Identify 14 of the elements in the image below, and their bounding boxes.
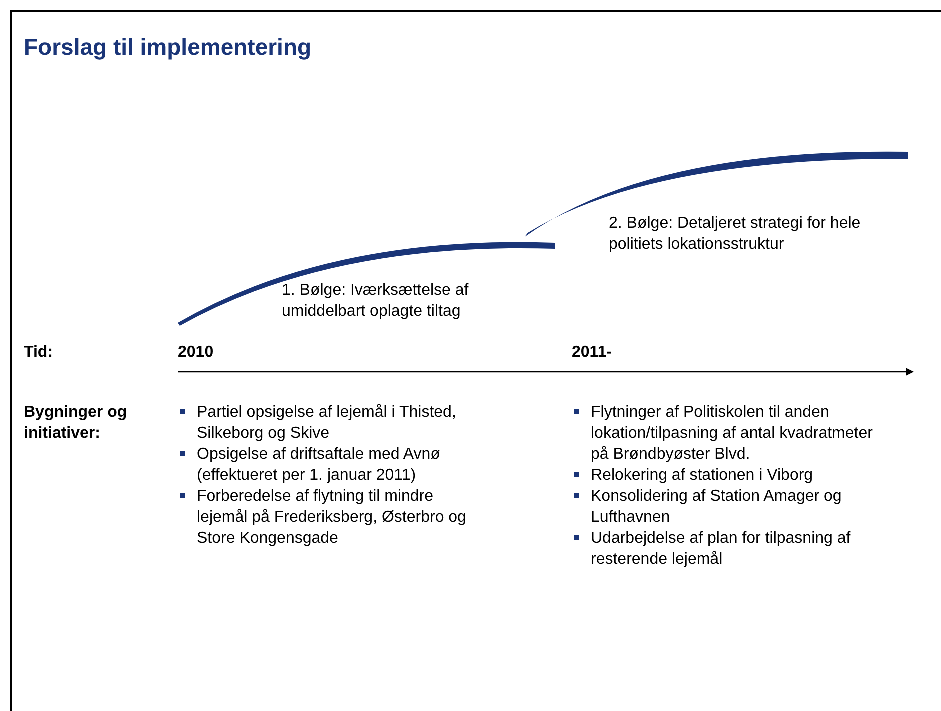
wave-label: 1. Bølge: Iværksættelse af umiddelbart oplagte tiltag (282, 281, 470, 322)
slide-title: Forslag til implementering (24, 34, 312, 61)
bullet-text: Relokering af stationen i Viborg (591, 467, 814, 484)
bullet-text: Partiel opsigelse af lejemål i Thisted, Silkeborg og Skive (197, 404, 456, 442)
wave-label: 2. Bølge: Detaljeret strategi for hele politiets lokationsstruktur (609, 214, 862, 255)
row-label: Tid: (24, 343, 54, 363)
row-label: Bygninger og initiativer: (24, 403, 128, 444)
bullet-text: Konsolidering af Station Amager og Lufthavnen (591, 488, 842, 526)
period-label: 2010 (178, 343, 215, 363)
period-label: 2011- (572, 343, 614, 363)
bullet-text: Forberedelse af flytning til mindre lejemål på Frederiksberg, Østerbro og Store Kongensgade (197, 488, 466, 547)
bullet-text: Flytninger af Politiskolen til anden lokation/tilpasning af antal kvadratmeter på Brøndbyøster Blvd. (591, 404, 873, 463)
bullet-text: Udarbejdelse af plan for tilpasning af resterende lejemål (591, 530, 851, 568)
bullet-text: Opsigelse af driftsaftale med Avnø (effektueret per 1. januar 2011) (197, 446, 440, 484)
